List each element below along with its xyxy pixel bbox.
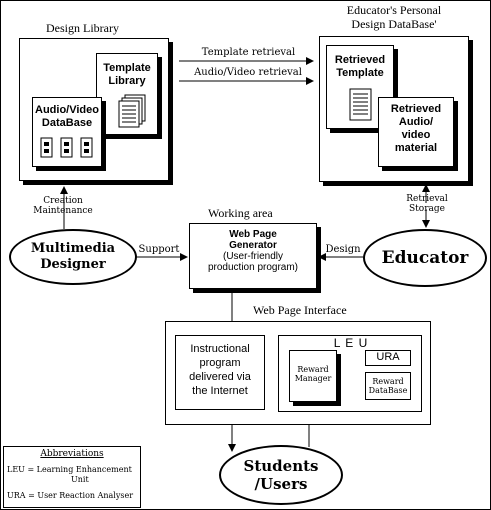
design-label: Design <box>325 244 361 255</box>
leu-title: L E U <box>333 336 369 350</box>
students-label-1: Students <box>243 457 319 475</box>
template-library-box: Template Library <box>96 53 158 135</box>
leu-box: L E U Reward Manager URA Reward DataBase <box>278 335 422 412</box>
av-retrieval-label: Audio/Video retrieval <box>194 67 302 78</box>
template-retrieval-label: Template retrieval <box>201 47 296 58</box>
instructional-label-2: program <box>199 357 241 369</box>
document-icon <box>349 88 372 121</box>
av-database-label-2: DataBase <box>41 117 93 129</box>
ura-label: URA <box>376 351 400 363</box>
reward-manager-label-2: Manager <box>294 374 332 383</box>
abbr-leu-line1: LEU = Learning Enhancement <box>7 465 132 474</box>
instructional-label-4: the Internet <box>192 385 248 397</box>
support-label: Support <box>138 244 180 255</box>
reward-manager-box: Reward Manager <box>289 350 337 402</box>
abbr-ura-line: URA = User Reaction Analyser <box>7 491 134 500</box>
ura-box: URA <box>365 350 411 366</box>
generator-label-4: production program) <box>207 262 299 273</box>
media-cassette-icon <box>40 137 93 158</box>
reward-database-box: Reward DataBase <box>365 372 411 400</box>
instructional-program-box: Instructional program delivered via the … <box>175 335 265 410</box>
reward-manager-label-1: Reward <box>297 365 329 374</box>
av-database-box: Audio/Video DataBase <box>32 97 102 167</box>
students-users-ellipse: Students /Users <box>219 445 343 505</box>
retrieved-template-box: Retrieved Template <box>326 45 394 129</box>
retrieved-av-label-2: Audio/ <box>398 116 434 128</box>
web-interface-panel: Instructional program delivered via the … <box>165 321 431 425</box>
retrieved-av-label-1: Retrieved <box>390 103 442 115</box>
instructional-label-3: delivered via <box>189 371 251 383</box>
retrieved-av-label-3: video <box>401 129 431 141</box>
web-page-generator-box: Web Page Generator (User-friendly produc… <box>189 223 317 289</box>
retrieved-av-box: Retrieved Audio/ video material <box>378 97 454 167</box>
storage-label: Storage <box>409 204 445 214</box>
maintenance-label: Maintenance <box>33 206 93 216</box>
av-database-label-1: Audio/Video <box>35 104 99 116</box>
retrieved-template-label-1: Retrieved <box>334 54 386 66</box>
retrieved-template-label-2: Template <box>336 67 384 79</box>
students-label-2: /Users <box>254 475 308 493</box>
retrieval-label-1: Retrieval <box>406 194 448 204</box>
generator-label-3: (User-friendly <box>222 251 283 262</box>
retrieval-label: Retrieval Storage <box>397 194 457 214</box>
retrieved-av-label-4: material <box>394 142 438 154</box>
design-library-panel: Template Library Audio/Video DataBase <box>19 38 169 181</box>
reward-database-label-1: Reward <box>372 377 404 386</box>
instructional-label-1: Instructional <box>190 343 250 355</box>
educator-ellipse: Educator <box>363 229 487 287</box>
template-library-label-2: Library <box>108 75 146 87</box>
multimedia-designer-label-2: Designer <box>40 257 106 272</box>
educator-db-title-1: Educator's Personal <box>346 3 442 17</box>
educator-label: Educator <box>381 248 469 268</box>
abbreviations-title: Abbreviations <box>40 449 104 459</box>
abbr-leu-line2: Unit <box>71 475 89 484</box>
working-area-title: Working area <box>208 206 273 220</box>
educator-db-title-2: Design DataBase' <box>351 17 437 31</box>
abbreviations-box: Abbreviations LEU = Learning Enhancement… <box>3 446 141 508</box>
educator-db-title: Educator's Personal Design DataBase' <box>319 3 469 31</box>
template-library-label-1: Template <box>103 62 151 74</box>
creation-label: Creation Maintenance <box>23 196 103 216</box>
generator-label-2: Generator <box>229 240 277 251</box>
multimedia-designer-ellipse: Multimedia Designer <box>9 229 137 285</box>
creation-label-1: Creation <box>43 196 83 206</box>
document-stack-icon <box>118 94 146 128</box>
generator-label-1: Web Page <box>229 229 277 240</box>
web-interface-title: Web Page Interface <box>253 303 347 317</box>
multimedia-designer-label-1: Multimedia <box>30 241 116 256</box>
reward-database-label-2: DataBase <box>368 386 408 395</box>
design-library-title: Design Library <box>46 21 119 35</box>
educator-db-panel: Retrieved Template Retrieved Audio/ vide… <box>319 36 469 182</box>
